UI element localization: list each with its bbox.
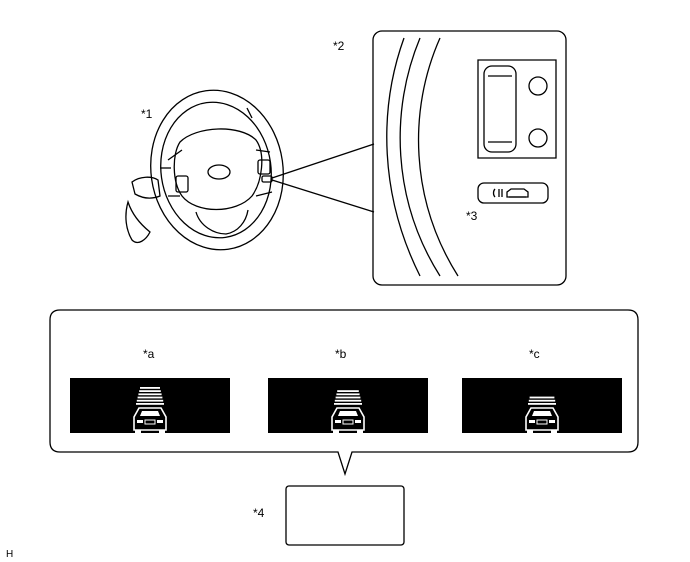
vehicle-distance-icon [525, 407, 559, 433]
emblem [207, 164, 231, 180]
wheel-spokes [167, 149, 273, 197]
distance-bar [137, 396, 163, 399]
leader-line-top [271, 143, 375, 179]
round-button-top [528, 76, 548, 96]
car-icon-part [357, 430, 363, 433]
distance-bar [334, 399, 362, 402]
car-icon-part [140, 411, 160, 416]
car-icon-part [529, 420, 535, 423]
distance-bar [529, 396, 555, 399]
distance-bar [337, 390, 359, 392]
car-icon-part [525, 407, 559, 431]
distance-switch[interactable] [477, 182, 549, 204]
display-panel-c [462, 378, 622, 433]
rim-curve [399, 37, 441, 277]
car-icon-part [157, 420, 163, 423]
vehicle-distance-icon [331, 407, 365, 433]
corner-code: H [6, 549, 13, 560]
leader-line-bottom [271, 179, 375, 213]
distance-bar [335, 396, 361, 399]
car-icon-part [335, 420, 341, 423]
car-icon-part [331, 407, 365, 431]
lower-spoke [195, 209, 249, 235]
distance-bar [140, 387, 160, 389]
distance-bar [139, 390, 161, 392]
label-b: *b [335, 347, 347, 361]
left-switch-pad [175, 175, 189, 193]
rim-curve [417, 37, 459, 277]
distance-control-icon [492, 188, 529, 198]
distance-bar [138, 393, 162, 396]
distance-bars-b [334, 390, 362, 405]
label-detail: *2 [333, 39, 345, 53]
car-icon-part [133, 407, 167, 431]
switch-detail-box [372, 30, 567, 286]
car-icon-part [144, 419, 156, 425]
label-display: *4 [253, 506, 265, 520]
display-examples-box [49, 309, 639, 477]
distance-bar [336, 393, 360, 396]
distance-bar [136, 399, 164, 402]
car-icon-part [137, 420, 143, 423]
car-icon-part [355, 420, 361, 423]
distance-bar [528, 399, 556, 402]
car-icon-part [527, 430, 533, 433]
display-panel-b [268, 378, 428, 433]
car-icon-part [536, 419, 548, 425]
label-c: *c [529, 347, 540, 361]
car-icon-part [532, 411, 552, 416]
wheel-rim-outer [150, 89, 284, 251]
right-switch-pad [257, 159, 271, 175]
distance-bar [136, 403, 164, 405]
driver-hand-outline [131, 176, 161, 199]
switch-cluster-outline [477, 59, 557, 159]
right-switch-button [261, 175, 273, 183]
car-icon-part [338, 411, 358, 416]
rim-curve [386, 37, 421, 277]
distance-bars-c [528, 396, 556, 405]
vehicle-distance-icon [133, 407, 167, 433]
label-distance-switch: *3 [466, 209, 478, 223]
multi-information-display [285, 485, 405, 546]
detail-frame [372, 30, 567, 286]
car-icon-part [135, 430, 141, 433]
driver-arm-outline [125, 199, 151, 244]
distance-bar [334, 403, 362, 405]
thumb-wheel [483, 65, 517, 153]
car-icon-part [333, 430, 339, 433]
steering-wheel-drawing [125, 89, 284, 251]
car-icon-part [159, 430, 165, 433]
label-steering-wheel: *1 [141, 107, 153, 121]
distance-bar [528, 403, 556, 405]
car-icon-part [551, 430, 557, 433]
display-panel-a [70, 378, 230, 433]
thumb-wheel-ridges [488, 75, 512, 143]
round-button-bottom [528, 128, 548, 148]
airbag-pad [173, 128, 263, 211]
rim-seam [246, 107, 253, 119]
label-a: *a [143, 347, 155, 361]
callout-frame [49, 309, 639, 477]
car-icon-part [342, 419, 354, 425]
car-icon-part [549, 420, 555, 423]
distance-bars-a [136, 387, 164, 405]
